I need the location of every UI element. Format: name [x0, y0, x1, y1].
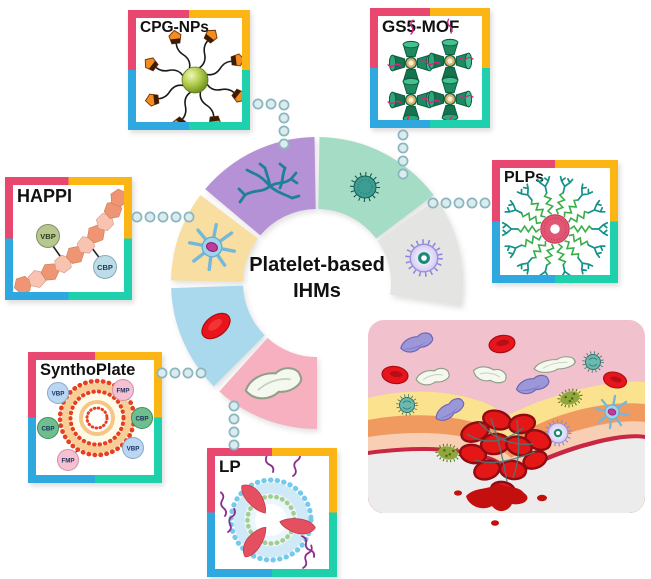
ring-segment-fibrin: [205, 137, 316, 236]
synthoplate-label: SynthoPlate: [40, 361, 136, 379]
module-box-plps: PLPs: [492, 160, 618, 283]
mof-crystal-icon: [378, 18, 482, 120]
plps-label: PLPs: [504, 169, 545, 186]
cbp-tag: CBP: [93, 255, 117, 279]
title-line-2: IHMs: [293, 280, 341, 302]
title-line-1: Platelet-based: [249, 254, 385, 276]
synthoplate-tag-vbp-2: VBP: [122, 437, 144, 459]
blood-clot: [458, 409, 552, 500]
module-box-happi: HAPPI VBP: [5, 177, 132, 300]
svg-text:VBP: VBP: [40, 232, 55, 241]
ihm-ring-diagram: [171, 137, 463, 429]
antibody-decorated-micelle-icon: [501, 175, 609, 275]
wound-panel-svg: [368, 320, 645, 526]
synthoplate-tag-cbp-1: CBP: [37, 417, 59, 439]
svg-text:CBP: CBP: [135, 416, 148, 423]
wound-reflection: [368, 516, 645, 578]
cpg-nps-label: CPG-NPs: [140, 19, 209, 36]
blood-droplet: [491, 520, 499, 526]
synthoplate-tag-cbp-2: CBP: [131, 407, 153, 429]
lp-label: LP: [219, 457, 241, 476]
rough-nanoparticle-icon: [350, 172, 380, 202]
ring-center-title: Platelet-based IHMs: [197, 252, 437, 304]
peptide-decorated-liposome-icon: VBP FMP CBP CBP: [37, 378, 153, 471]
module-box-lp: LP: [207, 448, 337, 577]
membrane-protein-liposome-icon: [218, 456, 317, 569]
module-box-gs5-mof: GS5-MOF: [370, 8, 490, 128]
synthoplate-tag-vbp-1: VBP: [47, 382, 69, 404]
gs5-mof-label: GS5-MOF: [382, 17, 460, 36]
polymer-hexamer-chain-icon: VBP CBP: [13, 187, 124, 292]
synthoplate-tag-fmp-1: FMP: [112, 379, 134, 401]
svg-text:CBP: CBP: [41, 426, 54, 433]
module-box-synthoplate: SynthoPlate V: [28, 352, 162, 483]
svg-text:FMP: FMP: [61, 458, 74, 465]
svg-text:VBP: VBP: [52, 391, 65, 398]
blood-splat: [454, 483, 547, 512]
svg-text:CBP: CBP: [97, 263, 113, 272]
module-box-cpg-nps: CPG-NPs: [128, 10, 250, 130]
fibrin-network-icon: [237, 162, 301, 204]
cpg-grafted-nanoparticle-icon: [139, 24, 242, 122]
red-blood-cell-icon: [201, 312, 231, 340]
svg-text:VBP: VBP: [127, 446, 140, 453]
synthoplate-tag-fmp-2: FMP: [57, 449, 79, 471]
wound-reflection-inner: [368, 516, 645, 578]
svg-text:FMP: FMP: [116, 388, 129, 395]
vbp-tag: VBP: [36, 224, 60, 248]
happi-label: HAPPI: [17, 186, 73, 206]
